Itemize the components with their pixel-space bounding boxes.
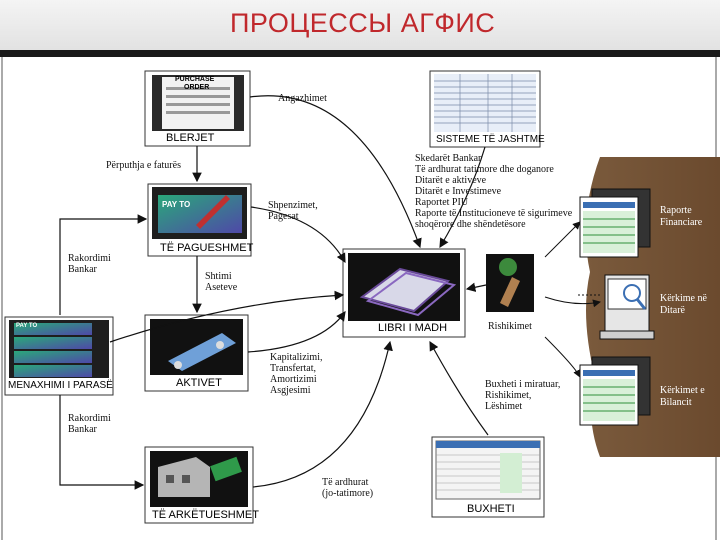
arrow-menaxhimi-libri <box>109 290 345 343</box>
output-kerkime-ne-ditare: Kërkime në Ditarë <box>660 293 707 316</box>
label-shpenzimet: Shpenzimet, Pagesat <box>268 200 318 222</box>
label-shtimi: Shtimi Aseteve <box>205 271 238 293</box>
output-raporte-financiare: Raporte Financiare <box>660 205 703 228</box>
pagueshmet-caption: TË PAGUESHMET <box>160 242 254 254</box>
aktivet-caption: AKTIVET <box>176 377 222 389</box>
kerkimet-e-bilancit-icon <box>579 356 651 426</box>
buxheti-node <box>431 436 545 518</box>
blerjet-caption: BLERJET <box>166 132 215 144</box>
libri-caption: LIBRI I MADH <box>378 322 448 334</box>
pagueshmet-node <box>147 183 252 257</box>
blerjet-node <box>144 70 251 147</box>
label-rakordimi-bottom: Rakordimi Bankar <box>68 413 111 435</box>
arrow-te-ardhurat <box>252 340 393 488</box>
kerkime-ne-ditare-icon <box>578 274 655 340</box>
rishikimet-icon <box>486 254 534 312</box>
purchase-order-line1: PURCHASE <box>175 76 215 83</box>
arrow-rakordimi-top <box>59 214 148 315</box>
arketueshmet-node <box>144 446 254 524</box>
label-kapitalizimi: Kapitalizimi, Transfertat, Amortizimi As… <box>270 352 323 396</box>
arrow-rakordimi-bottom <box>59 395 145 490</box>
label-rakordimi-top: Rakordimi Bankar <box>68 253 111 275</box>
menaxhimi-node <box>4 316 114 396</box>
arrow-sisteme <box>439 146 486 249</box>
arrow-shpenzimet <box>250 206 346 264</box>
process-diagram: PURCHASE ORDER BLERJET SISTEME TË JASHTM… <box>0 57 720 540</box>
menaxhimi-check-text: PAY TO <box>16 323 38 329</box>
arrow-angazhimet <box>249 95 422 249</box>
arketueshmet-caption: TË ARKËTUESHMET <box>152 509 259 521</box>
header-divider <box>0 50 720 57</box>
rishikimet-caption: Rishikimet <box>488 321 532 332</box>
label-perputhja: Përputhja e faturës <box>106 160 181 171</box>
buxheti-caption: BUXHETI <box>467 503 515 515</box>
arrow-rishikimet <box>465 282 487 292</box>
slide-header: ПРОЦЕССЫ АГФИС <box>0 0 720 50</box>
output-kerkimet-e-bilancit: Kërkimet e Bilancit <box>660 385 705 408</box>
page-title: ПРОЦЕССЫ АГФИС <box>230 8 496 38</box>
label-te-ardhurat: Të ardhurat (jo-tatimore) <box>322 477 374 499</box>
menaxhimi-caption: MENAXHIMI I PARASË <box>8 380 113 391</box>
sisteme-node <box>429 70 541 148</box>
aktivet-node <box>144 314 249 392</box>
libri-node <box>342 248 466 338</box>
diagram-canvas <box>1 57 720 540</box>
sisteme-caption: SISTEME TË JASHTME <box>436 134 545 145</box>
purchase-order-line2: ORDER <box>184 84 210 91</box>
raporte-financiare-icon <box>579 188 651 258</box>
label-buxheti-flow: Buxheti i miratuar, Rishikimet, Lëshimet <box>485 379 561 412</box>
arrow-kapitalizimi <box>247 311 346 353</box>
label-sisteme-list: Skedarët Bankar Të ardhurat tatimore dhe… <box>415 153 573 230</box>
pagueshmet-check-text: PAY TO <box>162 200 191 209</box>
arrow-buxheti <box>429 340 489 436</box>
label-angazhimet: Angazhimet <box>278 93 327 104</box>
